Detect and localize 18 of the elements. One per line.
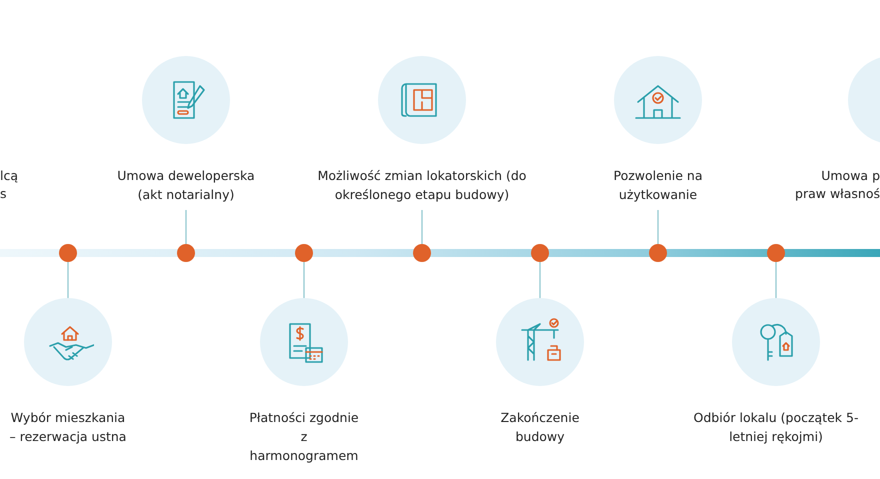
milestone-caption: Odbiór lokalu (początek 5-letniej rękojmi) xyxy=(692,409,860,446)
milestone-caption: Zakończenie budowy xyxy=(500,409,580,446)
timeline-dot xyxy=(767,244,785,262)
milestone-caption: Płatności zgodnie z harmonogramem xyxy=(248,409,360,465)
cut-off-caption: s xyxy=(0,185,7,203)
timeline-dot xyxy=(531,244,549,262)
timeline-dot xyxy=(295,244,313,262)
timeline-dot xyxy=(413,244,431,262)
milestone-caption: Pozwolenie na użytkowanie xyxy=(613,167,703,204)
timeline-dot xyxy=(649,244,667,262)
cut-off-caption: Umowa p xyxy=(821,167,880,185)
cut-off-caption: praw własnoś xyxy=(795,185,880,203)
timeline-dot xyxy=(177,244,195,262)
milestone-caption: Możliwość zmian lokatorskich (do określonego etapu budowy) xyxy=(316,167,528,204)
milestone-caption: Umowa deweloperska (akt notarialny) xyxy=(116,167,256,204)
cut-off-caption: lcą xyxy=(0,167,18,185)
timeline-dot xyxy=(59,244,77,262)
milestone-caption: Wybór mieszkania – rezerwacja ustna xyxy=(9,409,127,446)
